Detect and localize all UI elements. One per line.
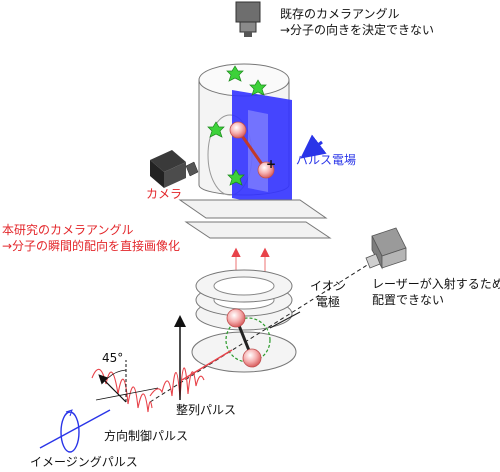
alignment-pulse-label: 整列パルス [176,403,237,417]
laser-blocked-label: レーザーが入射するため 配置できない [372,276,500,308]
molecule-in-detector [229,121,275,179]
existing-angle-line1: 既存のカメラアングル [280,7,400,21]
detector-plate [178,199,328,219]
pulsed-field-arrow [300,134,327,159]
imaging-pulse-indicator [39,409,111,453]
angle-marker [98,360,127,403]
orientation-pulse-waveform [91,368,159,413]
laser-blocked-line2: 配置できない [372,293,445,307]
existing-camera-icon [235,1,261,37]
existing-angle-label: 既存のカメラアングル →分子の向きを決定できない [280,6,434,38]
angle-label: 45° [102,351,124,365]
laser-blocked-line1: レーザーが入射するため [372,277,500,291]
plus-sign: + [266,157,277,171]
this-study-line1: 本研究のカメラアングル [2,223,134,237]
ion-electrode-label: イオン 電極 [310,278,346,310]
existing-angle-line2: →分子の向きを決定できない [280,23,435,37]
camera-label: カメラ [146,187,183,201]
pulsed-field-plate [232,90,292,210]
ion-electrode-line1: イオン [310,279,347,293]
orientation-pulse-label: 方向制御パルス [104,429,189,443]
ion-electrode-line2: 電極 [316,295,341,309]
pulsed-field-label: パルス電場 [296,153,357,167]
this-study-line2: →分子の瞬間的配向を直接画像化 [2,239,181,253]
fragment-icons-top [207,65,267,186]
imaging-pulse-label: イメージングパルス [30,455,138,469]
this-study-angle-label: 本研究のカメラアングル →分子の瞬間的配向を直接画像化 [2,222,180,254]
camera-icon [150,150,199,188]
laser-blocked-camera-icon [365,227,407,270]
molecule-interaction [225,308,271,368]
